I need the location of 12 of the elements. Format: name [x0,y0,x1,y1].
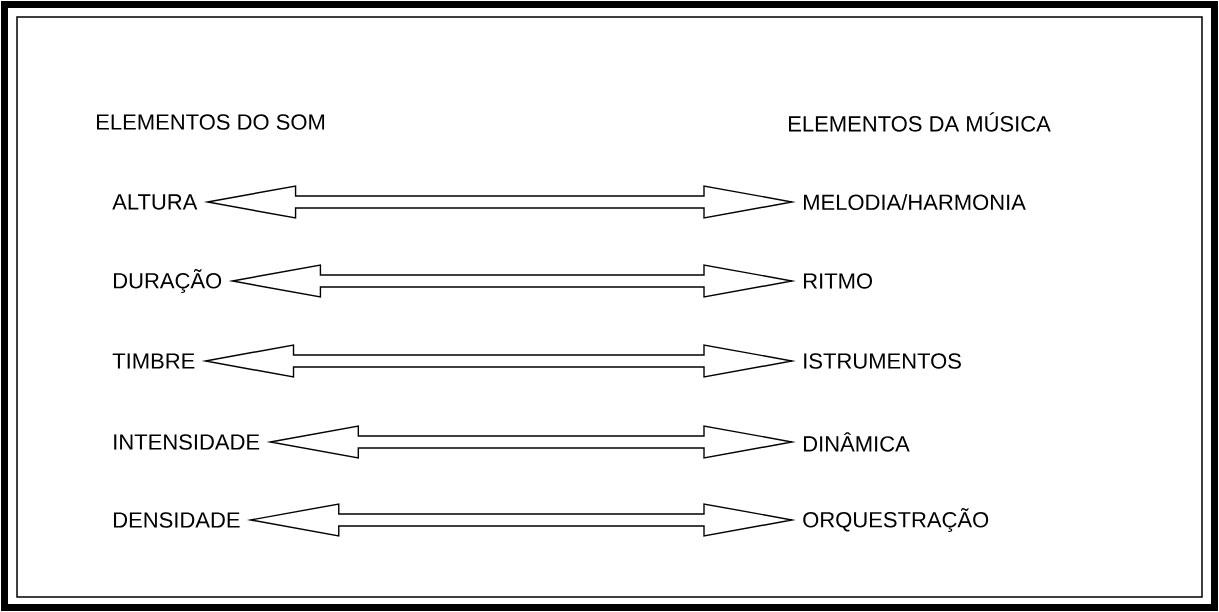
item-text: TIMBRE [112,353,195,369]
item-text: DINÂMICA [804,432,910,452]
item-text: MELODIA/HARMONIA [804,193,1026,211]
column-heading: ELEMENTOS DO SOM [97,114,325,130]
item-text: ALTURA [112,194,198,210]
item-text: DENSIDADE [114,512,240,528]
column-heading: ELEMENTOS DA MÚSICA [789,112,1051,132]
item-text: INTENSIDADE [114,434,260,450]
item-text: ISTRUMENTOS [804,353,961,369]
item-text: ORQUESTRAÇÃO [803,508,989,532]
item-text: DURAÇÃO [114,269,222,293]
item-text: RITMO [804,273,873,289]
